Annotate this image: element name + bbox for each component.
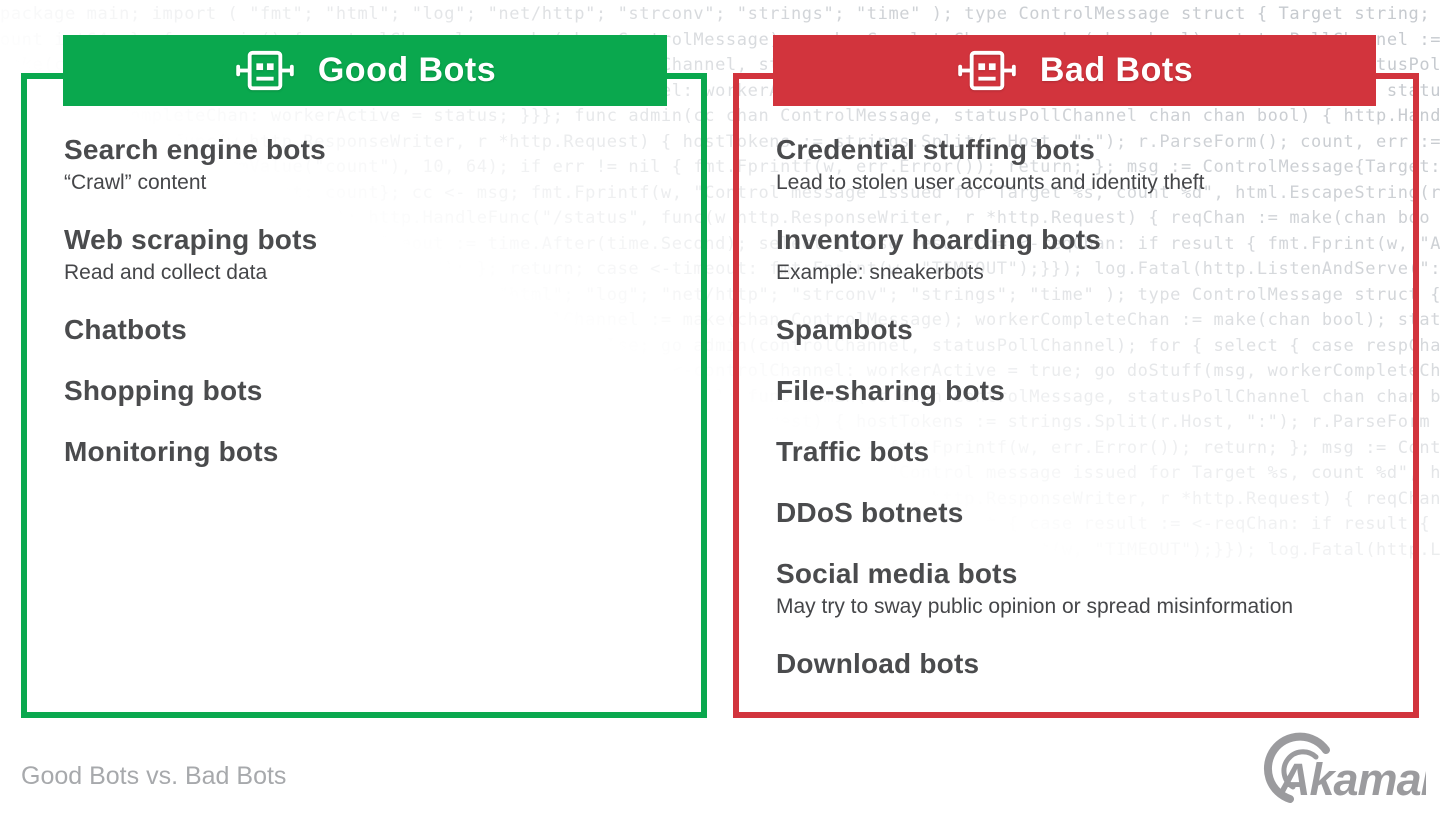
item-title: Chatbots: [64, 314, 187, 345]
item-title: Spambots: [776, 314, 913, 345]
bad-bots-header: Bad Bots: [773, 35, 1376, 106]
item-subtitle: May try to sway public opinion or spread…: [776, 595, 1294, 618]
item-title: Inventory hoarding bots: [776, 224, 1102, 255]
list-item: DDoS botnets: [776, 496, 1389, 530]
list-item: Download bots: [776, 647, 1389, 681]
list-item: Chatbots: [64, 313, 677, 347]
item-subtitle: “Crawl” content: [64, 171, 207, 194]
item-title: File-sharing bots: [776, 375, 1005, 406]
list-item: File-sharing bots: [776, 374, 1389, 408]
item-title: DDoS botnets: [776, 497, 964, 528]
list-item: Traffic bots: [776, 435, 1389, 469]
item-title: Credential stuffing bots: [776, 134, 1096, 165]
item-title: Monitoring bots: [64, 436, 279, 467]
item-subtitle: Read and collect data: [64, 261, 268, 284]
good-bots-header: Good Bots: [63, 35, 667, 106]
item-title: Social media bots: [776, 558, 1018, 589]
akamai-wordmark: Akamai: [1277, 754, 1426, 805]
akamai-logo: Akamai: [1246, 728, 1436, 813]
item-title: Search engine bots: [64, 134, 326, 165]
item-title: Traffic bots: [776, 436, 930, 467]
item-title: Download bots: [776, 648, 980, 679]
list-item: Monitoring bots: [64, 435, 677, 469]
robot-icon: [956, 48, 1018, 94]
item-subtitle: Example: sneakerbots: [776, 261, 984, 284]
list-item: Search engine bots “Crawl” content: [64, 133, 677, 196]
robot-icon: [234, 48, 296, 94]
item-title: Shopping bots: [64, 375, 263, 406]
list-item: Shopping bots: [64, 374, 677, 408]
item-title: Web scraping bots: [64, 224, 318, 255]
list-item: Spambots: [776, 313, 1389, 347]
item-subtitle: Lead to stolen user accounts and identit…: [776, 171, 1205, 194]
image-caption: Good Bots vs. Bad Bots: [21, 762, 287, 790]
bad-bots-title: Bad Bots: [1039, 51, 1194, 89]
good-bots-title: Good Bots: [317, 51, 497, 89]
